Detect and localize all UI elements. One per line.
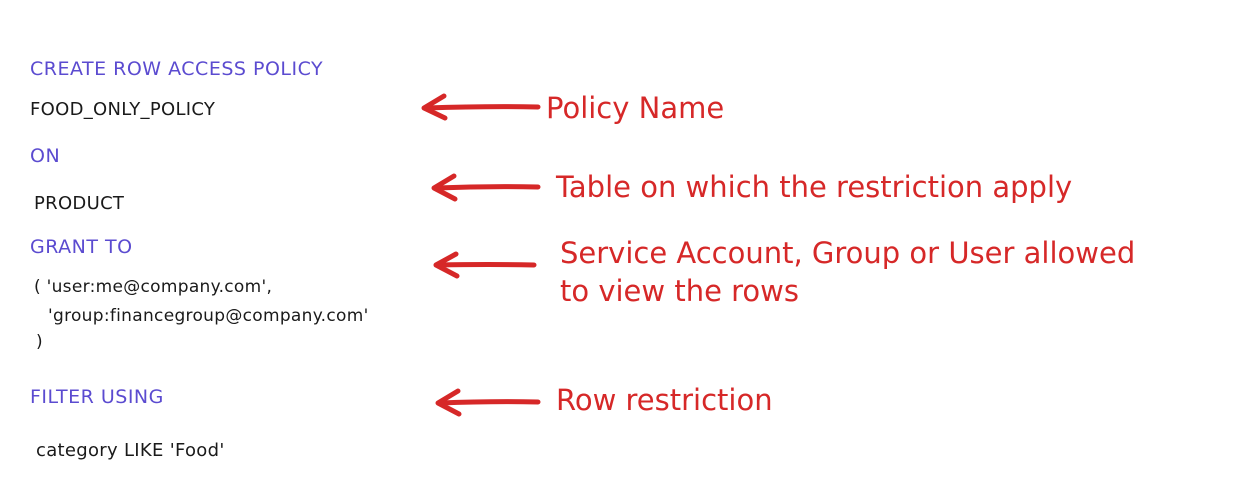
table-arrow	[431, 173, 541, 202]
policy-name-arrow	[421, 93, 541, 121]
grant-annotation-line1: Service Account, Group or User allowed	[560, 236, 1136, 270]
filter-arrow	[435, 388, 541, 417]
grant-annotation-line2: to view the rows	[560, 274, 799, 308]
filter-using-keyword: FILTER USING	[30, 386, 164, 408]
grant-group-line: 'group:financegroup@company.com'	[48, 306, 369, 326]
on-keyword: ON	[30, 145, 61, 167]
policy-name-value: FOOD_ONLY_POLICY	[30, 99, 216, 120]
table-name-value: PRODUCT	[34, 193, 125, 214]
filter-annotation: Row restriction	[556, 383, 773, 417]
filter-expression-value: category LIKE 'Food'	[36, 440, 225, 461]
grant-user-line: ( 'user:me@company.com',	[34, 277, 273, 297]
grant-to-keyword: GRANT TO	[30, 236, 133, 258]
grant-arrow	[433, 251, 537, 279]
policy-name-annotation: Policy Name	[546, 91, 725, 125]
table-annotation: Table on which the restriction apply	[556, 170, 1073, 204]
create-row-access-policy-keyword: CREATE ROW ACCESS POLICY	[30, 58, 324, 80]
grant-close-paren: )	[36, 332, 43, 352]
